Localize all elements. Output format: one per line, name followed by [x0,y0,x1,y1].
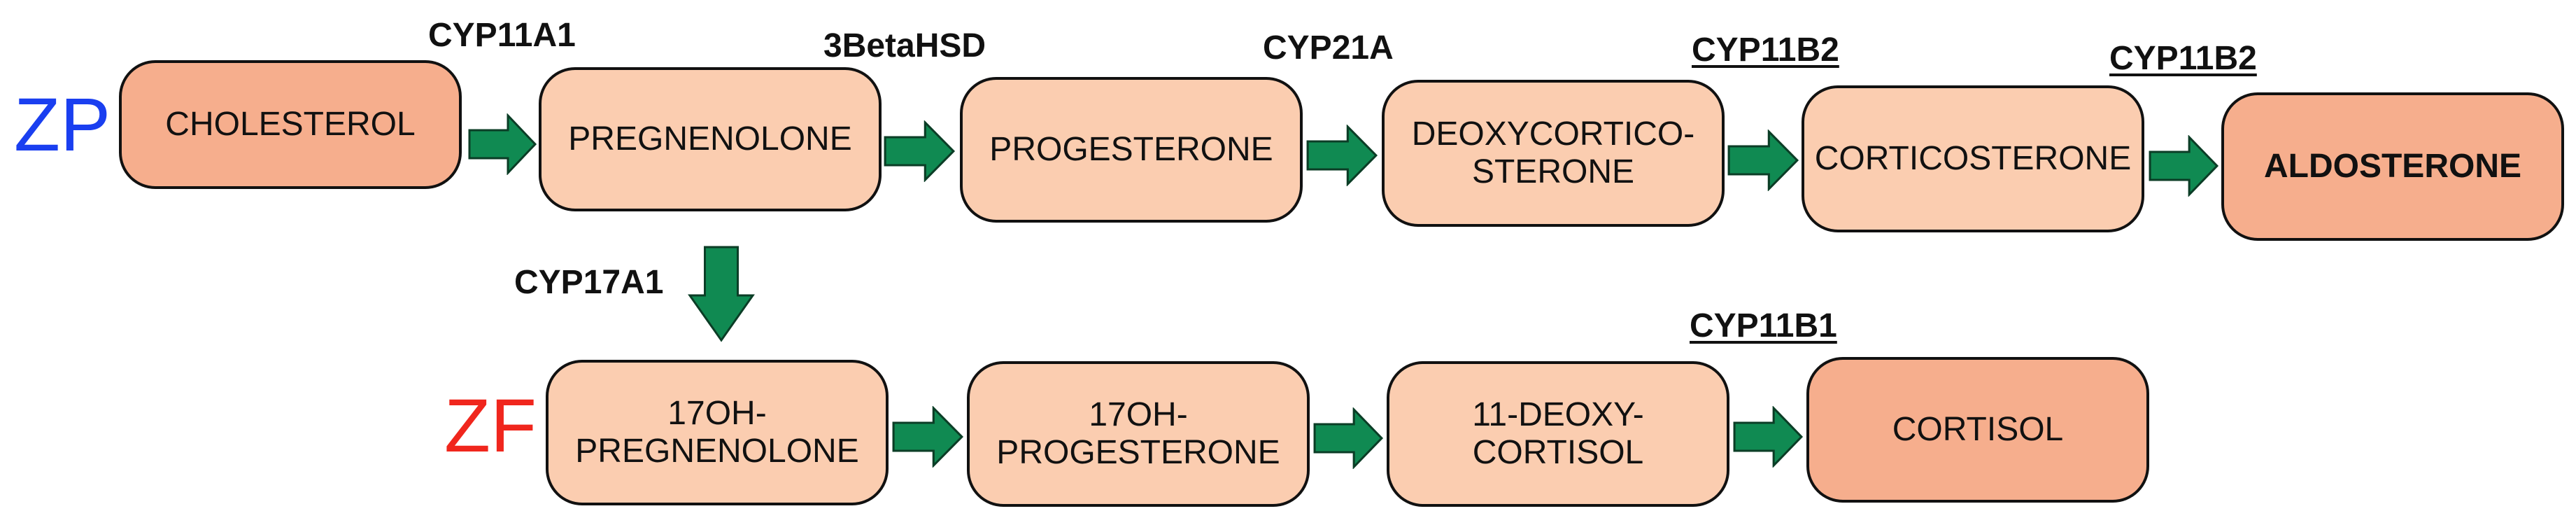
right-block-arrow-icon [1733,406,1804,468]
zone-label-zf: ZF [444,383,537,468]
node-pregnenolone: PREGNENOLONE [539,67,882,211]
reaction-arrow-pregnenolone-to-progesterone [883,120,956,182]
right-block-arrow-icon [884,120,956,182]
node-corticosterone: CORTICOSTERONE [1802,85,2144,232]
enzyme-label-cyp21a: CYP21A [1263,29,1394,66]
node-17oh-progesterone: 17OH- PROGESTERONE [967,361,1310,507]
enzyme-label-cyp11b2-first: CYP11B2 [1692,31,1839,69]
node-11-deoxycortisol: 11-DEOXY- CORTISOL [1387,361,1729,507]
reaction-arrow-17oh-progesterone-to-11-deoxycortisol [1312,407,1384,469]
zone-label-zp: ZP [14,82,111,167]
right-block-arrow-icon [1727,130,1799,191]
right-block-arrow-icon [688,246,755,342]
right-block-arrow-icon [892,406,964,468]
node-deoxycorticosterone: DEOXYCORTICO- STERONE [1382,80,1725,227]
enzyme-label-cyp11b2-second: CYP11B2 [2109,40,2257,77]
node-cortisol: CORTISOL [1806,357,2149,503]
enzyme-label-cyp11a1: CYP11A1 [428,17,576,54]
node-cholesterol: CHOLESTEROL [119,60,462,189]
node-17oh-pregnenolone: 17OH- PREGNENOLONE [546,360,889,505]
node-aldosterone: ALDOSTERONE [2221,92,2564,241]
reaction-arrow-pregnenolone-to-17oh-pregnenolone [687,245,756,343]
reaction-arrow-cholesterol-to-pregnenolone [467,113,537,175]
right-block-arrow-icon [1306,125,1378,186]
reaction-arrow-corticosterone-to-aldosterone [2148,135,2219,197]
enzyme-label-3betahsd: 3BetaHSD [823,27,986,64]
reaction-arrow-11-deoxycortisol-to-cortisol [1732,406,1804,468]
enzyme-label-cyp11b1: CYP11B1 [1690,307,1837,344]
right-block-arrow-icon [468,113,537,175]
node-progesterone: PROGESTERONE [960,77,1303,223]
right-block-arrow-icon [1313,407,1384,469]
reaction-arrow-deoxycorticosterone-to-corticosterone [1727,130,1799,191]
enzyme-label-cyp17a1: CYP17A1 [514,264,664,301]
reaction-arrow-17oh-pregnenolone-to-17oh-progesterone [891,406,964,468]
reaction-arrow-progesterone-to-deoxycorticosterone [1305,125,1378,186]
right-block-arrow-icon [2149,135,2219,197]
